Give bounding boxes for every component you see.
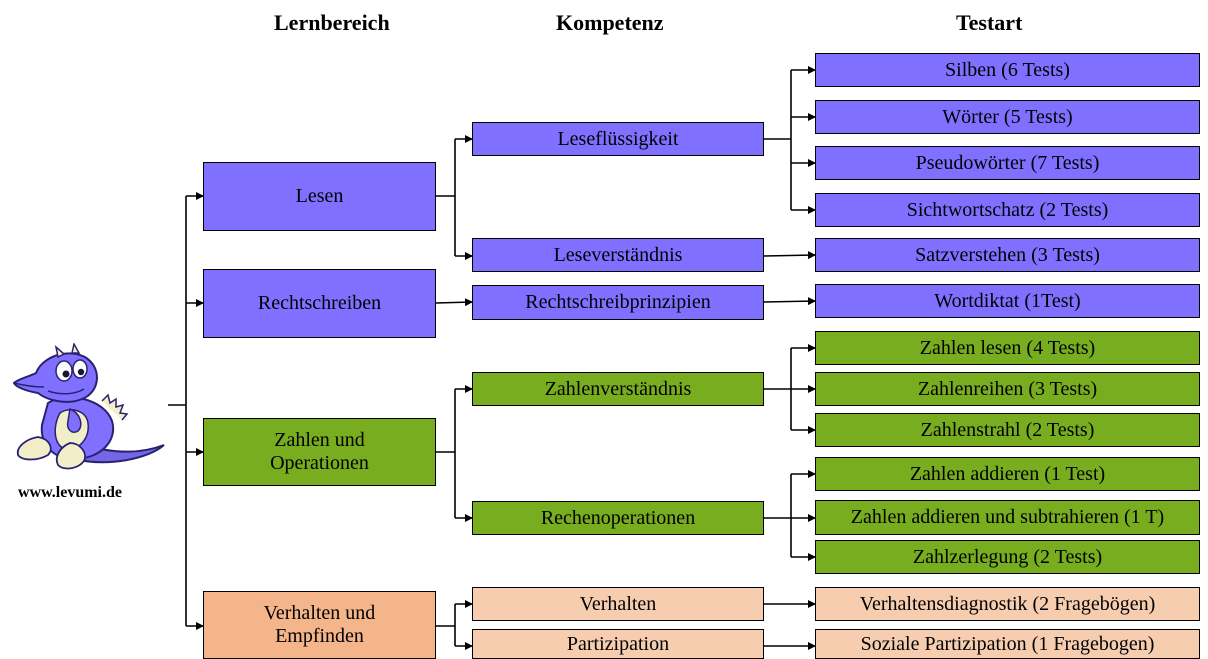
header-kompetenz: Kompetenz [556,10,664,35]
test-zahlenstrahl: Zahlenstrahl (2 Tests) [815,413,1200,447]
test-zahlzerlegung: Zahlzerlegung (2 Tests) [815,540,1200,574]
lernbereich-verhalten-und-empfinden: Verhalten und Empfinden [203,591,436,659]
kompetenz-verhalten: Verhalten [472,587,764,621]
website-url[interactable]: www.levumi.de [18,484,122,501]
header-testart: Testart [956,10,1023,35]
test-wortdiktat: Wortdiktat (1Test) [815,284,1200,318]
test-woerter: Wörter (5 Tests) [815,100,1200,134]
levumi-mascot-image [12,343,165,470]
kompetenz-zahlenverstandnis: Zahlenverständnis [472,372,764,406]
header-lernbereich: Lernbereich [274,10,390,35]
test-sichtwortschatz: Sichtwortschatz (2 Tests) [815,193,1200,227]
lernbereich-lesen: Lesen [203,162,436,231]
test-zahlen-addieren: Zahlen addieren (1 Test) [815,457,1200,491]
test-pseudowoerter: Pseudowörter (7 Tests) [815,146,1200,180]
test-zahlen-lesen: Zahlen lesen (4 Tests) [815,331,1200,365]
test-soziale-partizipation: Soziale Partizipation (1 Fragebogen) [815,629,1200,659]
lernbereich-rechtschreiben: Rechtschreiben [203,269,436,338]
test-satzverstehen: Satzverstehen (3 Tests) [815,238,1200,272]
test-zahlenreihen: Zahlenreihen (3 Tests) [815,372,1200,406]
kompetenz-rechenoperationen: Rechenoperationen [472,501,764,535]
test-verhaltensdiagnostik: Verhaltensdiagnostik (2 Fragebögen) [815,587,1200,621]
test-zahlen-addieren-subtrahieren: Zahlen addieren und subtrahieren (1 T) [815,500,1200,535]
kompetenz-rechtschreibprinzipien: Rechtschreibprinzipien [472,285,764,320]
kompetenz-leseverstandnis: Leseverständnis [472,238,764,272]
lernbereich-zahlen-und-operationen: Zahlen und Operationen [203,418,436,486]
kompetenz-partizipation: Partizipation [472,629,764,659]
test-silben: Silben (6 Tests) [815,53,1200,87]
kompetenz-leseflussigkeit: Leseflüssigkeit [472,122,764,156]
